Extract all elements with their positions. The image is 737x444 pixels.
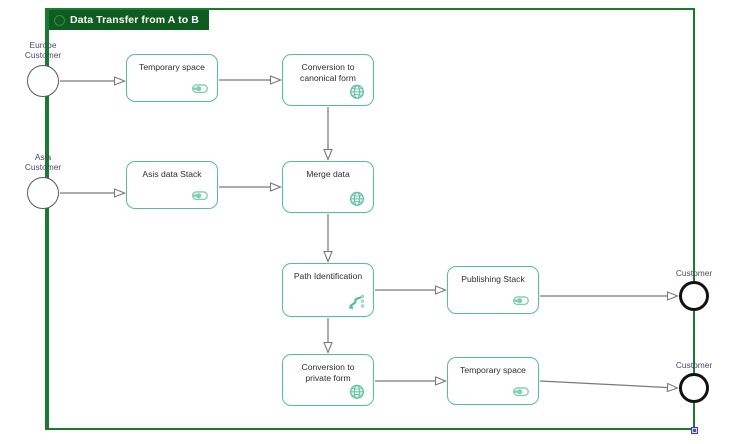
globe-icon bbox=[349, 84, 365, 99]
globe-icon bbox=[349, 191, 365, 206]
task-conversion-to-private-form-label: Conversion to private form bbox=[301, 362, 355, 383]
pool-collapse-icon[interactable] bbox=[54, 14, 65, 26]
task-publishing-stack[interactable]: Publishing Stack bbox=[447, 266, 539, 314]
pool-left-band bbox=[45, 8, 49, 430]
pool-resize-handle[interactable] bbox=[691, 427, 698, 434]
end-event-customer-2-label: Customer bbox=[675, 360, 713, 370]
task-merge-data[interactable]: Merge data bbox=[282, 161, 374, 213]
task-merge-data-label: Merge data bbox=[306, 169, 350, 179]
task-publishing-stack-label: Publishing Stack bbox=[461, 274, 525, 284]
data-store-icon bbox=[192, 84, 208, 94]
start-event-europe-customer[interactable] bbox=[27, 65, 59, 97]
data-store-icon bbox=[513, 387, 529, 397]
pool-header[interactable]: Data Transfer from A to B bbox=[49, 10, 209, 30]
task-temporary-space-2[interactable]: Temporary space bbox=[447, 357, 539, 405]
data-store-icon bbox=[513, 296, 529, 306]
data-store-icon bbox=[192, 191, 208, 201]
globe-icon bbox=[349, 384, 365, 399]
task-conversion-to-canonical-form[interactable]: Conversion to canonical form bbox=[282, 54, 374, 106]
task-asis-data-stack[interactable]: Asis data Stack bbox=[126, 161, 218, 209]
task-path-identification-label: Path Identification bbox=[293, 271, 363, 281]
end-event-customer-1[interactable] bbox=[679, 281, 709, 311]
task-asis-data-stack-label: Asis data Stack bbox=[142, 169, 202, 179]
task-temporary-space-1-label: Temporary space bbox=[139, 62, 205, 72]
start-event-asia-customer[interactable] bbox=[27, 177, 59, 209]
start-event-asia-customer-label: Asia Customer bbox=[24, 152, 62, 172]
pool-title: Data Transfer from A to B bbox=[70, 14, 199, 26]
end-event-customer-2[interactable] bbox=[679, 373, 709, 403]
task-temporary-space-1[interactable]: Temporary space bbox=[126, 54, 218, 102]
end-event-customer-1-label: Customer bbox=[675, 268, 713, 278]
flow-temporary-to-end-2 bbox=[539, 380, 677, 388]
start-event-europe-customer-label: Europe Customer bbox=[24, 40, 62, 60]
task-temporary-space-2-label: Temporary space bbox=[460, 365, 526, 375]
task-conversion-to-canonical-form-label: Conversion to canonical form bbox=[300, 62, 356, 83]
path-route-icon bbox=[349, 294, 365, 310]
task-conversion-to-private-form[interactable]: Conversion to private form bbox=[282, 354, 374, 406]
task-path-identification[interactable]: Path Identification bbox=[282, 263, 374, 317]
